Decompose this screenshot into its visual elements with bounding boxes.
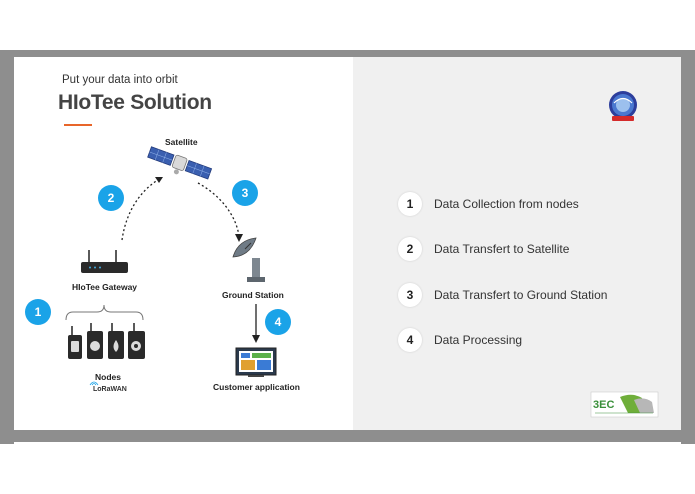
partner-logo-icon — [590, 391, 659, 418]
ground-station-label: Ground Station — [222, 290, 284, 300]
arrow-gateway-to-satellite — [121, 177, 162, 241]
lorawan-label: LoRaWAN — [93, 386, 127, 393]
badge-step-2: 2 — [98, 185, 124, 211]
customer-app-icon — [235, 347, 277, 377]
title-underline — [64, 124, 92, 126]
frame-top — [0, 50, 695, 57]
step-item-1: 1 Data Collection from nodes — [398, 192, 579, 216]
step-number: 1 — [398, 192, 422, 216]
arrow-satellite-to-ground — [197, 182, 240, 237]
frame-right — [681, 50, 695, 444]
next-slide-card — [14, 442, 681, 494]
slide-subtitle: Put your data into orbit — [62, 74, 178, 86]
step-text: Data Collection from nodes — [434, 197, 579, 211]
satellite-icon — [147, 146, 213, 180]
nodes-label: Nodes — [95, 372, 121, 382]
gateway-label: HIoTee Gateway — [72, 282, 138, 292]
step-item-4: 4 Data Processing — [398, 328, 522, 352]
frame-bottom — [0, 430, 695, 442]
step-item-3: 3 Data Transfert to Ground Station — [398, 283, 607, 307]
sensor-node-icon-1 — [68, 326, 82, 359]
mission-logo-icon — [609, 91, 637, 121]
step-item-2: 2 Data Transfert to Satellite — [398, 237, 569, 261]
lorawan-logo-icon — [89, 381, 99, 386]
nodes-brace — [65, 304, 144, 321]
badge-step-3: 3 — [232, 180, 258, 206]
slide-title: HIoTee Solution — [58, 91, 212, 114]
step-number: 4 — [398, 328, 422, 352]
sensor-node-icon-4 — [128, 323, 145, 359]
partner-logo-text: 3EC — [593, 399, 615, 411]
gateway-icon — [81, 250, 128, 273]
frame-left — [0, 50, 14, 444]
ground-station-icon — [232, 237, 265, 282]
badge-step-4: 4 — [265, 309, 291, 335]
step-number: 2 — [398, 237, 422, 261]
sensor-node-icon-2 — [87, 323, 103, 359]
step-text: Data Processing — [434, 333, 523, 347]
customer-app-label: Customer application — [213, 382, 300, 392]
sensor-node-icon-3 — [108, 323, 124, 359]
step-text: Data Transfert to Ground Station — [434, 288, 608, 302]
step-text: Data Transfert to Satellite — [434, 242, 570, 256]
satellite-label: Satellite — [165, 137, 198, 147]
step-number: 3 — [398, 283, 422, 307]
badge-step-1: 1 — [25, 299, 51, 325]
